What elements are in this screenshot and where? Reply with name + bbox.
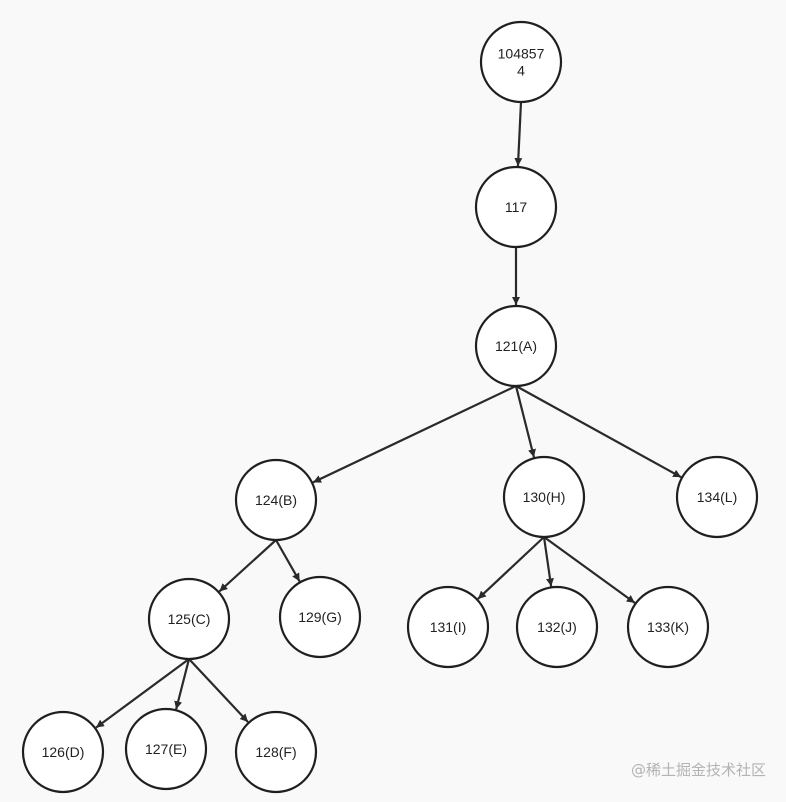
node-label: 125(C)	[168, 611, 211, 627]
edge-nH-to-nK	[543, 536, 636, 604]
watermark-text: @稀土掘金技术社区	[630, 761, 766, 779]
tree-node-nL: 134(L)	[675, 455, 759, 539]
tree-node-nJ: 132(J)	[515, 585, 599, 669]
node-circle	[474, 165, 558, 249]
edge-nA-to-nL	[515, 385, 682, 479]
node-circle	[234, 458, 318, 542]
node-circle	[406, 585, 490, 669]
edge-nB-to-nC	[218, 539, 277, 593]
node-label: 124(B)	[255, 492, 297, 508]
node-circle	[278, 575, 362, 659]
tree-node-nF: 128(F)	[234, 710, 318, 794]
edge-nC-to-nD	[95, 658, 190, 729]
node-label: 134(L)	[697, 489, 737, 505]
node-label: 4	[517, 63, 525, 79]
tree-node-nD: 126(D)	[21, 710, 105, 794]
node-circle	[124, 707, 208, 791]
node-circle	[675, 455, 759, 539]
tree-node-n117: 117	[474, 165, 558, 249]
node-circle	[21, 710, 105, 794]
node-circle	[474, 304, 558, 388]
node-label: 133(K)	[647, 619, 689, 635]
node-label: 129(G)	[298, 609, 342, 625]
tree-node-nH: 130(H)	[502, 455, 586, 539]
edge-nH-to-nI	[477, 536, 545, 600]
node-label: 132(J)	[537, 619, 577, 635]
node-label: 130(H)	[523, 489, 566, 505]
node-circle	[502, 455, 586, 539]
edge-n1048574-to-n117	[514, 101, 523, 167]
tree-node-nI: 131(I)	[406, 585, 490, 669]
edges	[95, 101, 682, 729]
node-circle	[234, 710, 318, 794]
node-label: 131(I)	[430, 619, 467, 635]
tree-node-nC: 125(C)	[147, 577, 231, 661]
node-label: 126(D)	[42, 744, 85, 760]
edge-nH-to-nJ	[542, 536, 554, 587]
tree-node-nE: 127(E)	[124, 707, 208, 791]
node-circle	[515, 585, 599, 669]
node-circle	[626, 585, 710, 669]
node-label: 121(A)	[495, 338, 537, 354]
edge-nC-to-nF	[188, 658, 249, 723]
edge-nB-to-nG	[275, 539, 301, 582]
node-label: 117	[505, 199, 528, 215]
tree-node-nB: 124(B)	[234, 458, 318, 542]
edge-nA-to-nH	[514, 385, 536, 458]
tree-node-nA: 121(A)	[474, 304, 558, 388]
node-label: 127(E)	[145, 741, 187, 757]
tree-node-nK: 133(K)	[626, 585, 710, 669]
node-label: 128(F)	[255, 744, 296, 760]
node-circle	[479, 20, 563, 104]
node-circle	[147, 577, 231, 661]
edge-nC-to-nE	[174, 658, 191, 710]
edge-nA-to-nB	[312, 385, 517, 484]
tree-node-nG: 129(G)	[278, 575, 362, 659]
node-label: 104857	[498, 46, 545, 62]
